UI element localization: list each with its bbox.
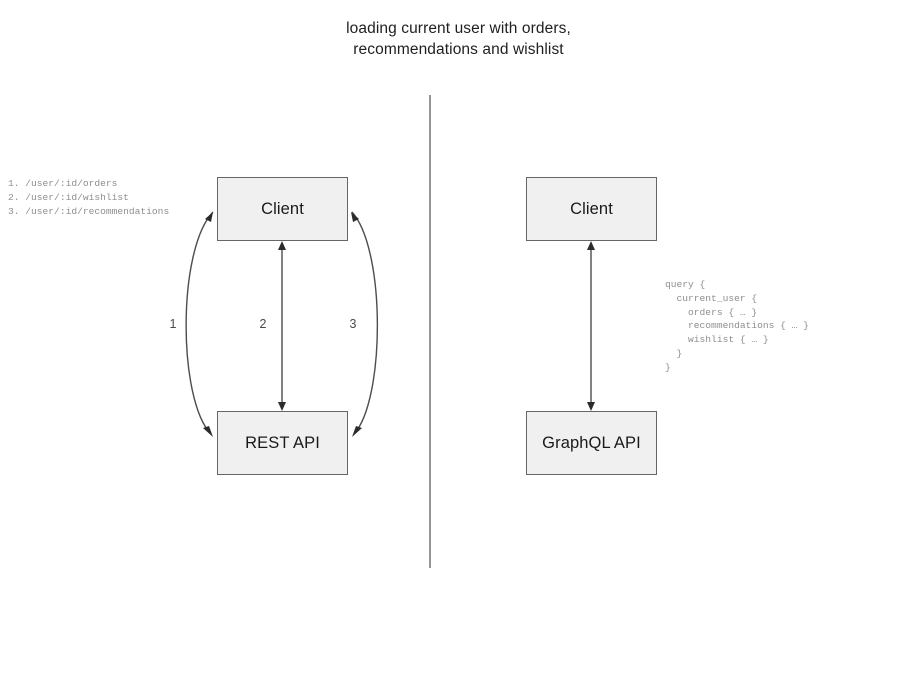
edge-curve-1-arrowhead-top [205, 212, 213, 222]
diagram-title: loading current user with orders, recomm… [346, 20, 571, 58]
graphql-query-snippet: query { current_user { orders { … } reco… [665, 279, 809, 373]
edge-label-1: 1 [169, 317, 177, 331]
rest-endpoint-list: 1. /user/:id/orders 2. /user/:id/wishlis… [8, 178, 170, 217]
node-graphql-api[interactable]: GraphQL API [526, 411, 657, 475]
edge-label-2: 2 [259, 317, 267, 331]
edge-curve-1 [185, 211, 214, 435]
edge-curve-3-arrowhead-top [351, 212, 359, 222]
edge-curve-1-arrowhead-bottom [203, 426, 213, 437]
edge-line-graphql-arrowhead-top [587, 241, 595, 250]
node-client-graphql[interactable]: Client [526, 177, 657, 241]
edge-line-2-arrowhead-top [278, 241, 286, 250]
edge-line-graphql-arrowhead-bottom [587, 402, 595, 411]
edge-line-2-arrowhead-bottom [278, 402, 286, 411]
node-rest-api[interactable]: REST API [217, 411, 348, 475]
edge-label-3: 3 [349, 317, 357, 331]
edge-curve-3 [351, 211, 379, 435]
node-client-rest[interactable]: Client [217, 177, 348, 241]
edge-curve-3-arrowhead-bottom [352, 426, 362, 437]
